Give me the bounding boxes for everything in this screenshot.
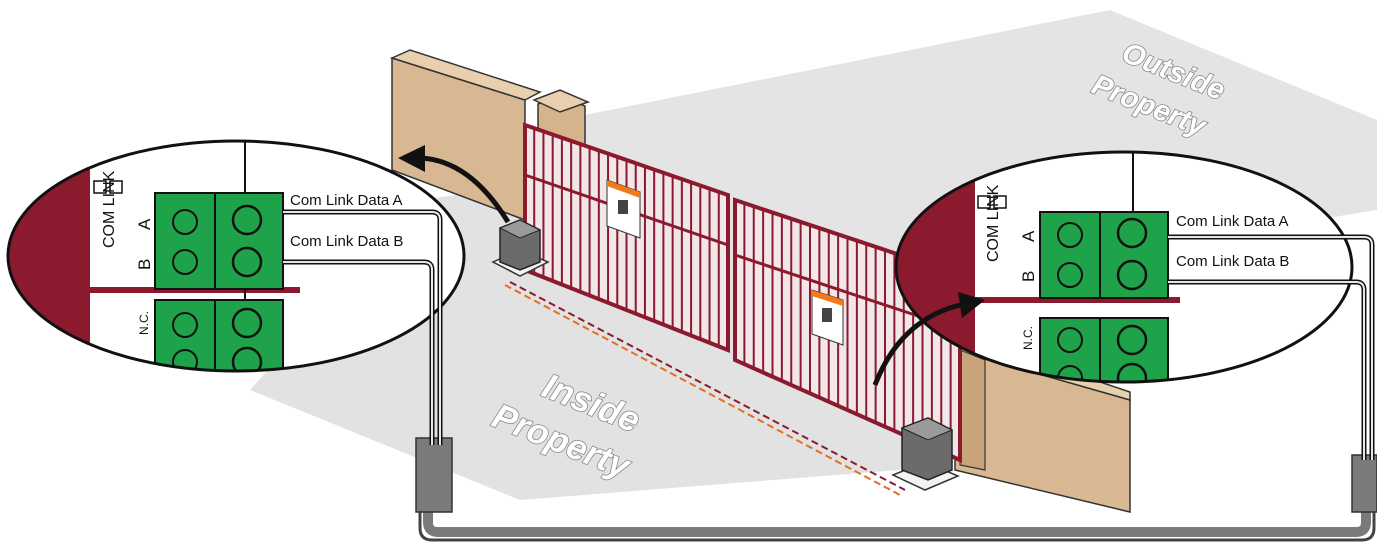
- left-wire-a-label: Com Link Data A: [290, 192, 403, 209]
- right-wire-a-label: Com Link Data A: [1176, 213, 1289, 230]
- conduit-stub-left: [416, 438, 452, 512]
- right-terminal-a-label: A: [1019, 230, 1038, 242]
- conduit-stub-right: [1352, 455, 1377, 512]
- nc-label: N.C.: [137, 311, 151, 335]
- com-link-vertical-label: COM LINK: [101, 170, 118, 248]
- right-nc-label: N.C.: [1021, 326, 1035, 350]
- gate-operator-right: [893, 418, 958, 490]
- right-terminal-block-upper: [1040, 212, 1168, 298]
- terminal-a-label: A: [135, 218, 154, 230]
- terminal-b-label: B: [135, 259, 154, 270]
- right-terminal-b-label: B: [1019, 271, 1038, 282]
- right-com-link-vertical-label: COM LINK: [985, 184, 1002, 262]
- right-wire-b-label: Com Link Data B: [1176, 253, 1289, 270]
- left-wire-b-label: Com Link Data B: [290, 233, 403, 250]
- terminal-block-upper: [155, 193, 283, 289]
